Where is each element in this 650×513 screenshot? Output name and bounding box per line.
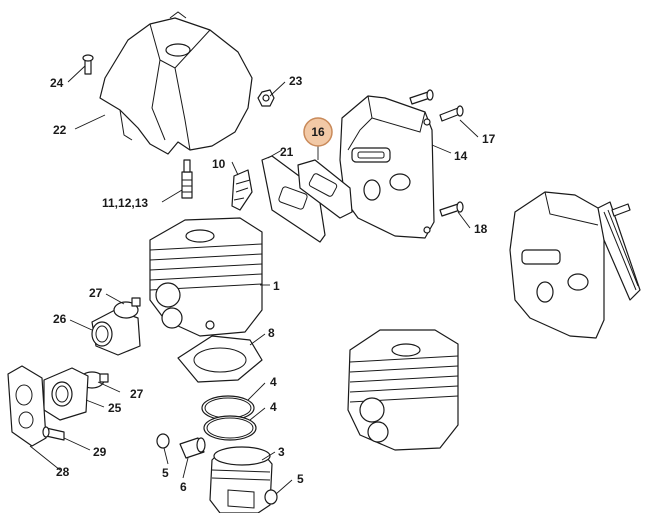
callout-29[interactable]: 29 (93, 445, 107, 459)
callout-25[interactable]: 25 (108, 401, 122, 415)
callout-3[interactable]: 3 (278, 445, 285, 459)
callout-28[interactable]: 28 (56, 465, 70, 479)
gasket-16[interactable] (297, 159, 353, 219)
callout-5-left[interactable]: 5 (162, 466, 169, 480)
hose-clamp-27a[interactable] (113, 297, 141, 319)
screw-17a[interactable] (409, 89, 434, 105)
callout-5-right[interactable]: 5 (297, 472, 304, 486)
cylinder-gasket-8[interactable] (177, 335, 263, 383)
callout-27-lower[interactable]: 27 (130, 387, 144, 401)
cylinder-alt[interactable] (347, 329, 459, 451)
piston-ring-lower[interactable] (203, 415, 257, 441)
nut-23[interactable] (257, 89, 275, 107)
screw-18[interactable] (439, 201, 464, 217)
callout-4-upper[interactable]: 4 (270, 375, 277, 389)
highlight-callout-circle[interactable] (303, 117, 333, 147)
callout-10[interactable]: 10 (212, 157, 226, 171)
callout-16-highlight[interactable]: 16 (311, 125, 325, 139)
circlip-5b[interactable] (264, 489, 278, 505)
callout-8[interactable]: 8 (268, 326, 275, 340)
decompression-valve-10[interactable] (231, 169, 253, 211)
callout-17[interactable]: 17 (482, 132, 496, 146)
callout-22[interactable]: 22 (53, 123, 67, 137)
callout-4-lower[interactable]: 4 (270, 400, 277, 414)
spark-plug[interactable] (181, 159, 193, 199)
piston-pin-6[interactable] (179, 437, 206, 459)
callout-14[interactable]: 14 (454, 149, 468, 163)
flange-25[interactable] (43, 367, 89, 421)
screw-29[interactable] (42, 426, 65, 441)
callout-11-12-13[interactable]: 11,12,13 (102, 196, 148, 210)
callout-21[interactable]: 21 (280, 145, 294, 159)
callout-24[interactable]: 24 (50, 76, 64, 90)
screw-17b[interactable] (439, 105, 464, 122)
leader-lines (29, 65, 479, 495)
callout-23[interactable]: 23 (289, 74, 303, 88)
circlip-5a[interactable] (156, 433, 170, 449)
plate-28[interactable] (7, 365, 47, 447)
piston-3[interactable] (209, 446, 273, 513)
callout-27-upper[interactable]: 27 (89, 286, 103, 300)
intake-manifold-26[interactable] (91, 309, 141, 356)
cylinder-shroud[interactable] (99, 11, 253, 155)
screw-24[interactable] (82, 54, 94, 75)
callout-18[interactable]: 18 (474, 222, 488, 236)
cylinder-1[interactable] (149, 217, 263, 337)
muffler[interactable] (339, 95, 435, 239)
muffler-alt[interactable] (509, 191, 641, 339)
callout-6[interactable]: 6 (180, 480, 187, 494)
callout-26[interactable]: 26 (53, 312, 67, 326)
callout-1[interactable]: 1 (273, 279, 280, 293)
